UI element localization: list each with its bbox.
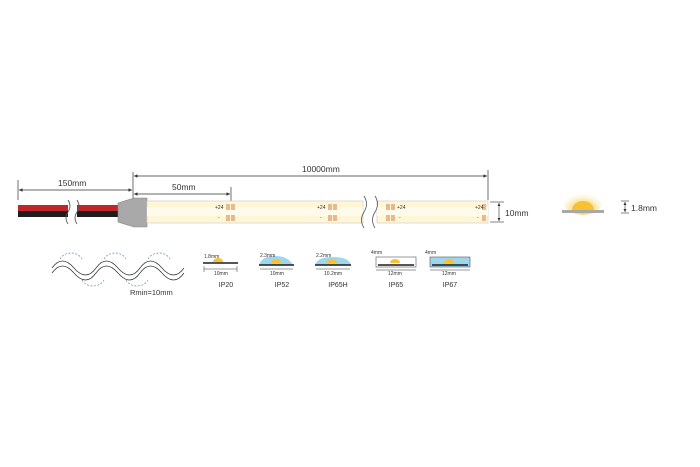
solder-pads [226,204,486,221]
end-connector [117,197,148,228]
dim-total-length [134,170,489,200]
dim-cable-length [17,172,134,200]
dim-strip-width [490,201,504,223]
pad-minus-mark: - [218,215,220,221]
ip65h-height: 2.2mm [316,253,332,259]
power-cables [18,199,119,225]
pad-minus-mark: - [320,215,322,221]
ip65-width: 12mm [388,271,402,277]
bend-radius-label: Rmin=10mm [130,288,173,297]
pad-plus-mark: +24 [215,205,224,211]
ip52-section [259,256,294,270]
pad-plus-mark: +24 [317,205,326,211]
led-profile-icon [562,187,629,215]
ip65-section [375,256,417,271]
led-strip-body [146,195,489,229]
ip65h-label: IP65H [328,282,348,289]
ip67-height: 4mm [425,250,437,256]
ip52-height: 2.3mm [260,253,276,259]
strip-width-label: 10mm [505,208,529,218]
ip67-label: IP67 [442,282,458,289]
ip20-height: 1.8mm [204,254,220,260]
ip20-label: IP20 [218,282,234,289]
cable-length-label: 150mm [58,178,87,188]
ip65h-section [315,257,351,270]
ip20-width: 10mm [214,271,228,277]
ip52-width: 10mm [270,271,284,277]
total-length-label: 10000mm [302,164,340,174]
ip67-section [429,256,471,271]
ip65-height: 4mm [371,250,383,256]
pad-minus-mark: - [399,215,401,221]
ip65h-width: 10.2mm [324,271,343,277]
pad-minus-mark: - [477,215,479,221]
ip20-section [203,258,238,272]
bend-radius-diagram [51,252,185,287]
ip67-width: 12mm [442,271,456,277]
led-height-label: 1.8mm [631,203,657,213]
dim-cut-unit [134,187,232,202]
pad-plus-mark: +24 [475,205,484,211]
pad-plus-mark: +24 [397,205,406,211]
ip65-label: IP65 [388,282,404,289]
cut-unit-label: 50mm [172,182,196,192]
ip52-label: IP52 [274,282,290,289]
